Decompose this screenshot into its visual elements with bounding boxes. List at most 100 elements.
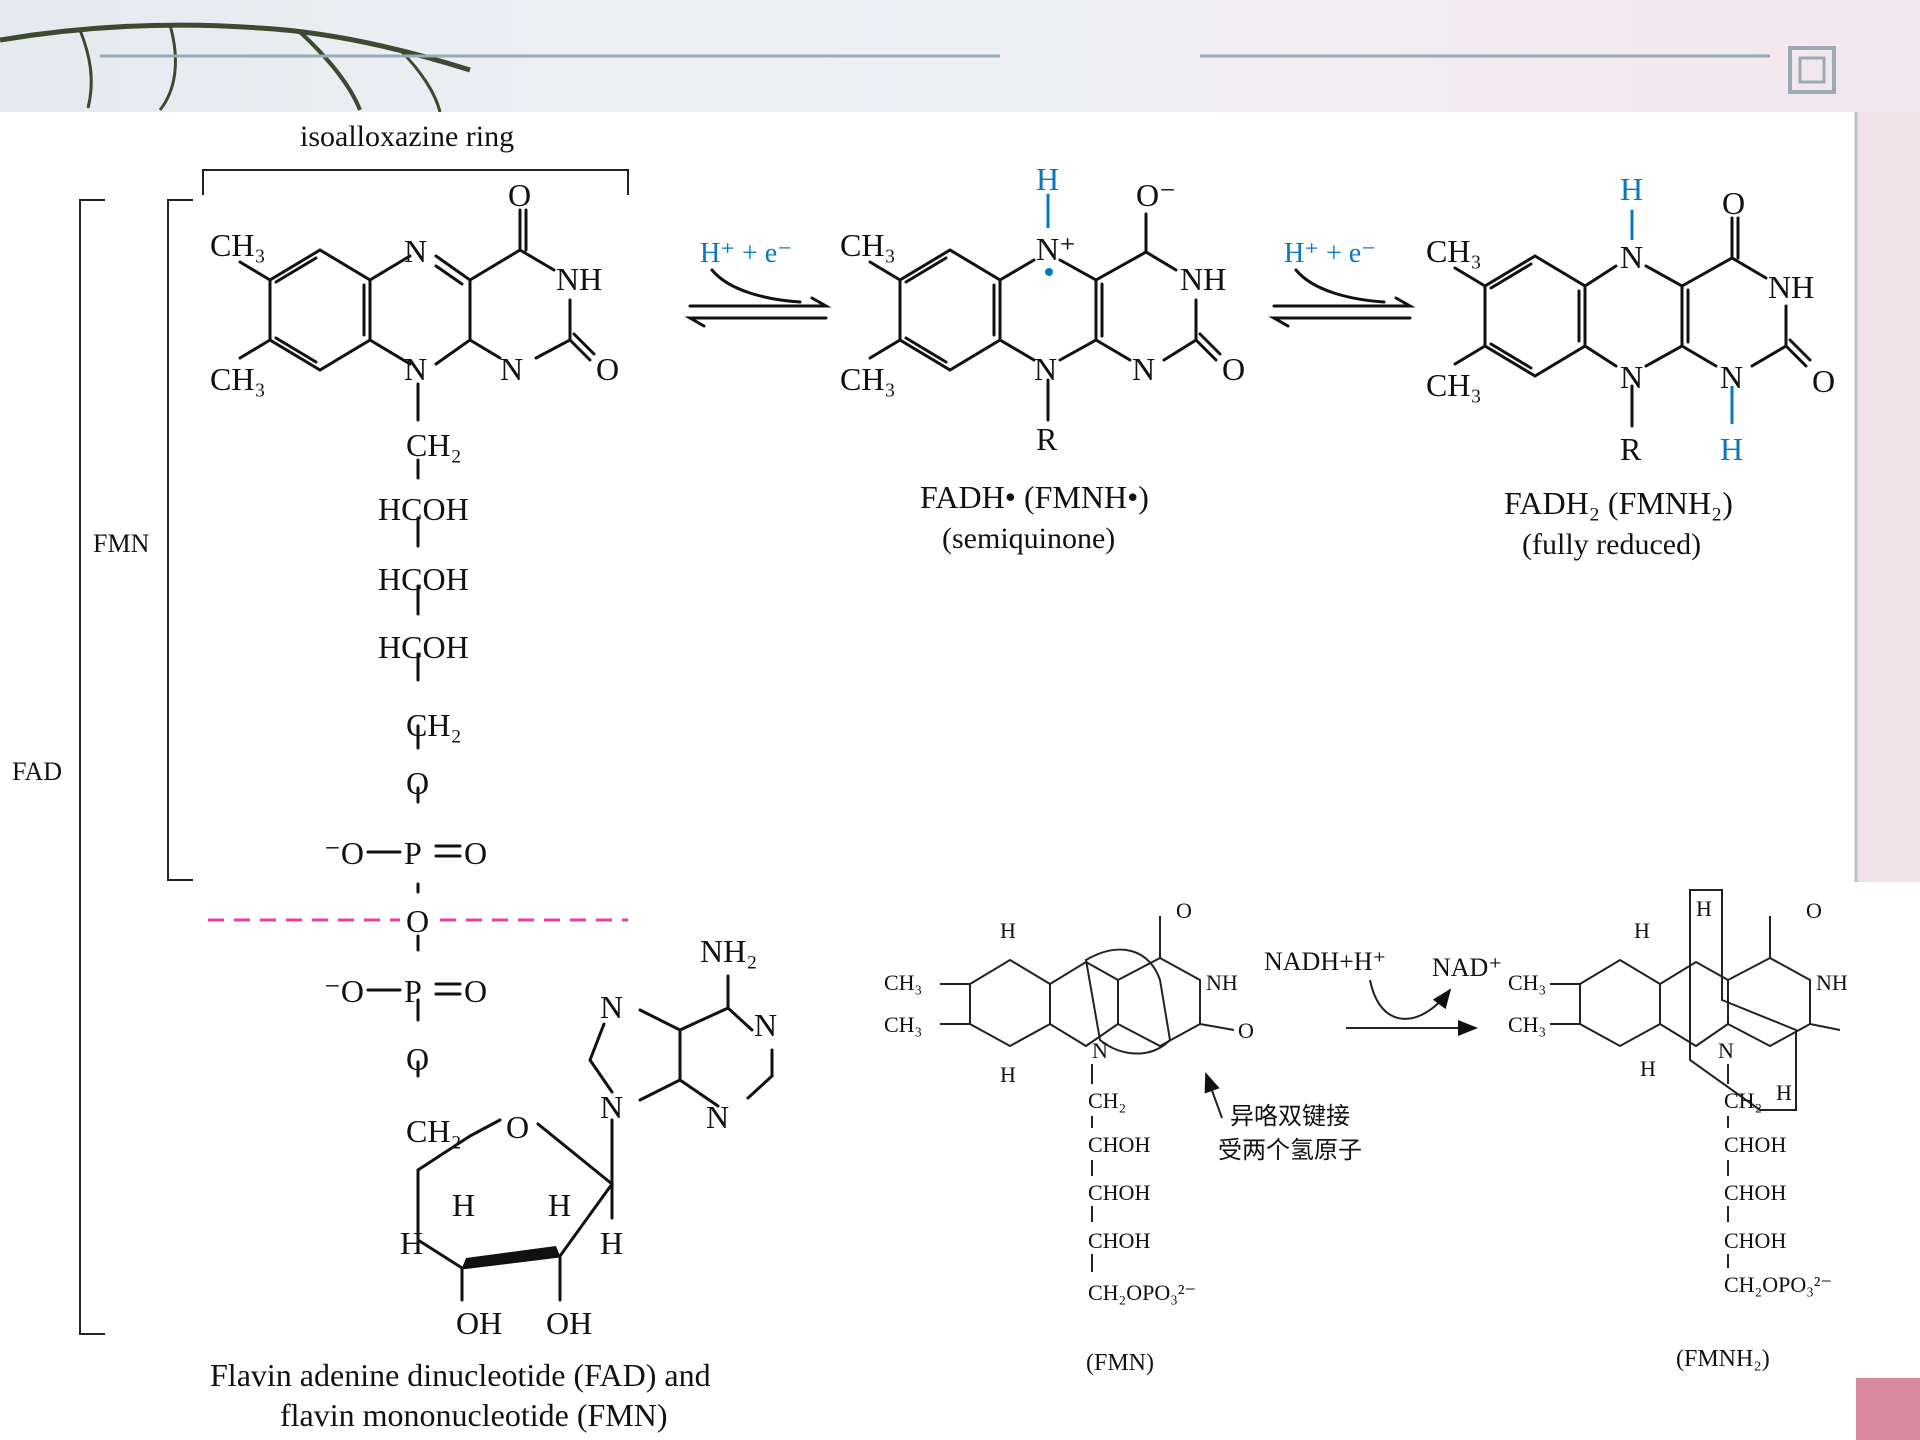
- atom-n: N: [1720, 359, 1743, 395]
- radical-dot: [1045, 268, 1053, 276]
- oh-label: OH: [546, 1305, 592, 1341]
- o-minus-label: ⁻O: [324, 835, 364, 871]
- small-methyl-label: CH₃: [884, 1012, 922, 1037]
- willow-branch-decoration: [0, 22, 471, 112]
- hcoh-label: HCOH: [378, 561, 469, 597]
- fmn-bracket: [167, 199, 193, 881]
- atom-h: H: [1000, 1062, 1016, 1087]
- choh-label: CHOH: [1724, 1132, 1786, 1157]
- ch2-label: CH₂: [406, 1113, 462, 1149]
- atom-h: H: [400, 1225, 423, 1261]
- atom-nh: NH: [1768, 269, 1814, 305]
- atom-r: R: [1620, 431, 1642, 467]
- nad-label: NAD⁺: [1432, 953, 1502, 982]
- n-plus-label: N⁺: [1036, 231, 1076, 267]
- oh-label: OH: [456, 1305, 502, 1341]
- o-minus-label: O⁻: [1136, 177, 1176, 213]
- atom-o: O: [464, 973, 487, 1009]
- ch2opo3-label: CH₂OPO₃²⁻: [1724, 1272, 1832, 1297]
- isoalloxazine-ring-label: isoalloxazine ring: [300, 120, 514, 153]
- atom-o: O: [1176, 898, 1192, 923]
- small-methyl-label: CH₃: [884, 970, 922, 995]
- fad-bracket: [79, 199, 105, 1335]
- ch2-label: CH₂: [406, 427, 462, 463]
- phosphorus-label: P: [404, 835, 422, 871]
- atom-o: O: [596, 351, 619, 387]
- atom-o: O: [406, 903, 429, 939]
- annotation-note: 异咯双键接: [1230, 1103, 1350, 1130]
- annotation-note: 受两个氢原子: [1218, 1137, 1362, 1164]
- hcoh-label: HCOH: [378, 491, 469, 527]
- atom-o: O: [506, 1109, 529, 1145]
- reduced-structure: CH₃ CH₃ H N N N H NH O O R FADH₂ (FMNH₂)…: [1426, 171, 1835, 561]
- atom-n: N: [404, 351, 427, 387]
- atom-h: H: [1640, 1056, 1656, 1081]
- atom-n: N: [706, 1099, 729, 1135]
- atom-h: H: [452, 1187, 475, 1223]
- atom-n: N: [1092, 1038, 1108, 1063]
- reduced-state: (fully reduced): [1522, 528, 1701, 561]
- atom-h: H: [600, 1225, 623, 1261]
- atom-n: N: [1620, 359, 1643, 395]
- corner-decoration: [1856, 1378, 1920, 1440]
- fad-fmn-caption: Flavin adenine dinucleotide (FAD) and: [210, 1357, 711, 1393]
- atom-n: N: [600, 989, 623, 1025]
- frame-line-decoration: [100, 46, 1836, 94]
- atom-h: H: [1634, 918, 1650, 943]
- nadh-label: NADH+H⁺: [1264, 947, 1386, 976]
- atom-h: H: [1696, 896, 1712, 921]
- methyl-label: CH₃: [1426, 367, 1482, 403]
- atom-o: O: [508, 177, 531, 213]
- methyl-label: CH₃: [210, 227, 266, 263]
- atom-o: O: [1222, 351, 1245, 387]
- fmn-bracket-label: FMN: [93, 529, 150, 558]
- methyl-label: CH₃: [840, 361, 896, 397]
- ch2opo3-label: CH₂OPO₃²⁻: [1088, 1280, 1196, 1305]
- ch2-label: CH₂: [1724, 1088, 1762, 1113]
- atom-nh: NH: [1206, 970, 1238, 995]
- atom-o: O: [1812, 363, 1835, 399]
- reduced-name: FADH₂ (FMNH₂): [1504, 485, 1733, 521]
- atom-o: O: [406, 1041, 429, 1077]
- atom-n: N: [404, 233, 427, 269]
- highlighted-hydrogen: H: [1720, 431, 1743, 467]
- atom-nh: NH: [1816, 970, 1848, 995]
- atom-n: N: [600, 1089, 623, 1125]
- atom-o: O: [406, 765, 429, 801]
- choh-label: CHOH: [1724, 1180, 1786, 1205]
- fad-fmn-caption: flavin mononucleotide (FMN): [280, 1397, 667, 1433]
- highlighted-hydrogen: H: [1036, 161, 1059, 197]
- fad-bracket-label: FAD: [12, 757, 62, 786]
- choh-label: CHOH: [1088, 1132, 1150, 1157]
- proton-electron-label: H⁺ + e⁻: [1284, 238, 1376, 269]
- atom-h: H: [548, 1187, 571, 1223]
- atom-nh: NH: [1180, 261, 1226, 297]
- atom-r: R: [1036, 421, 1058, 457]
- reaction-step-2: H⁺ + e⁻: [1268, 238, 1416, 328]
- atom-h: H: [1000, 918, 1016, 943]
- semiquinone-name: FADH• (FMNH•): [920, 479, 1149, 515]
- ch2-label: CH₂: [1088, 1088, 1126, 1113]
- atom-n: N: [1718, 1038, 1734, 1063]
- o-minus-label: ⁻O: [324, 973, 364, 1009]
- fad-fmn-structure: isoalloxazine ring FMN FAD CH₃ CH₃ N N N…: [12, 120, 777, 1433]
- proton-electron-label: H⁺ + e⁻: [700, 238, 792, 269]
- nh2-label: NH₂: [700, 933, 757, 969]
- fmn-reduction-scheme: CH₃ CH₃ H H O NH O N CH₂ CHOH CHOH CHOH …: [884, 889, 1848, 1376]
- choh-label: CHOH: [1088, 1180, 1150, 1205]
- atom-o: O: [1722, 185, 1745, 221]
- choh-label: CHOH: [1088, 1228, 1150, 1253]
- phosphorus-label: P: [404, 973, 422, 1009]
- highlighted-hydrogen: H: [1620, 171, 1643, 207]
- atom-o: O: [1238, 1018, 1254, 1043]
- choh-label: CHOH: [1724, 1228, 1786, 1253]
- atom-n: N: [1620, 239, 1643, 275]
- methyl-label: CH₃: [1426, 233, 1482, 269]
- atom-o: O: [1806, 898, 1822, 923]
- atom-nh: NH: [556, 261, 602, 297]
- atom-h: H: [1776, 1080, 1792, 1105]
- reaction-step-1: H⁺ + e⁻: [684, 238, 832, 328]
- right-edge-decoration: [1856, 112, 1920, 882]
- small-methyl-label: CH₃: [1508, 1012, 1546, 1037]
- atom-n: N: [754, 1007, 777, 1043]
